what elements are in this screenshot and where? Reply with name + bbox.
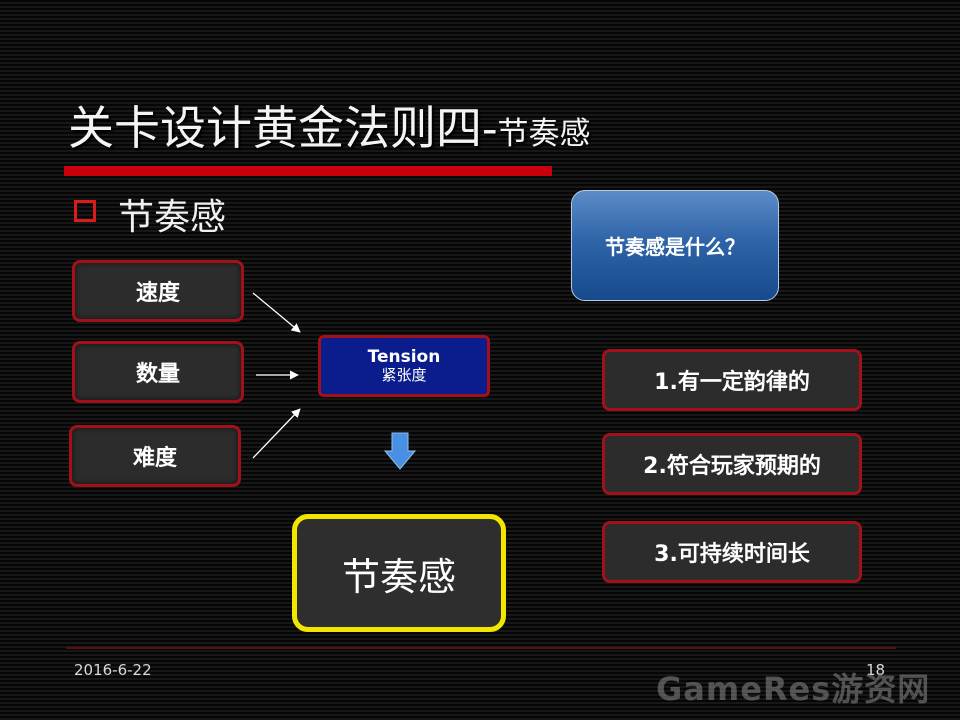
arrow-speed-to-tension (252, 292, 301, 333)
slide-title-sub: 节奏感 (497, 116, 591, 152)
question-box: 节奏感是什么？ (571, 190, 779, 301)
tension-label-zh: 紧张度 (381, 366, 427, 385)
point-1-box: 1.有一定韵律的 (602, 349, 862, 411)
page-number: 18 (866, 661, 886, 679)
footer-divider (66, 647, 896, 649)
point-3-box: 3.可持续时间长 (602, 521, 862, 583)
slide-title-main: 关卡设计黄金法则四- (68, 101, 498, 155)
title-underline (64, 166, 552, 176)
rhythm-result-box: 节奏感 (292, 514, 506, 632)
factor-quantity-box: 数量 (72, 341, 244, 403)
factor-difficulty-box: 难度 (69, 425, 241, 487)
factor-speed-box: 速度 (72, 260, 244, 322)
bullet-heading: 节奏感 (118, 197, 227, 238)
watermark-logo: GameRes游资网 (656, 670, 931, 708)
point-2-box: 2.符合玩家预期的 (602, 433, 862, 495)
slide-title: 关卡设计黄金法则四-节奏感 (68, 92, 591, 158)
arrow-difficulty-to-tension (252, 408, 301, 459)
down-arrow-icon (383, 432, 417, 470)
footer-date: 2016-6-22 (74, 661, 152, 679)
tension-box: Tension 紧张度 (318, 335, 490, 397)
tension-label-en: Tension (367, 346, 441, 367)
square-bullet-icon (74, 200, 96, 222)
